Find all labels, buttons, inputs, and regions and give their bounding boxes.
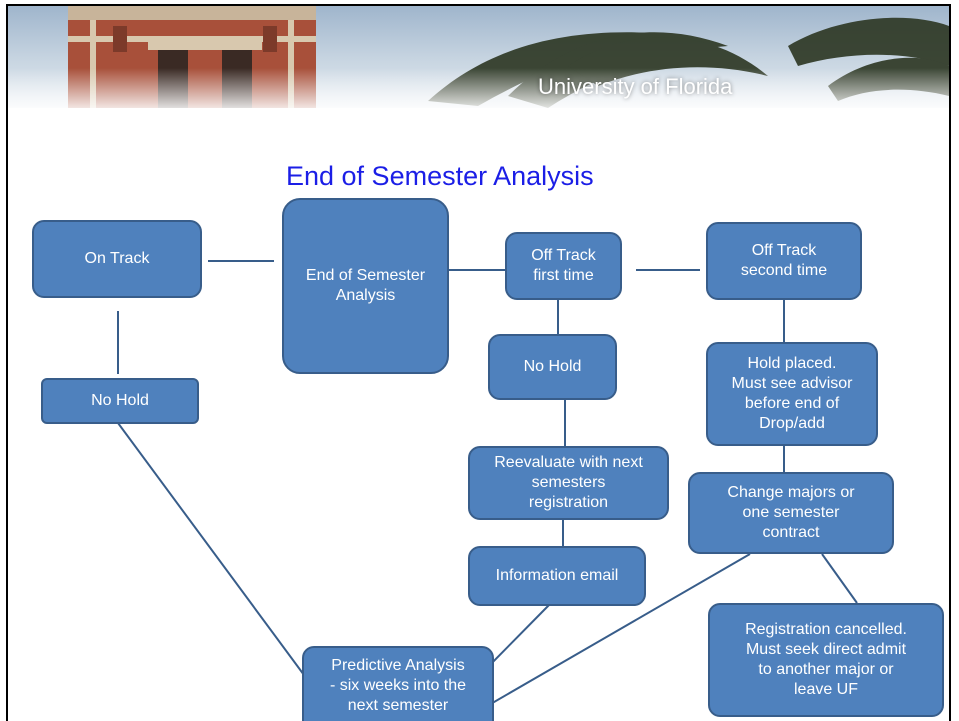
no-hold-middle-label: No Hold xyxy=(523,358,582,375)
no-hold-middle-box: No Hold xyxy=(488,334,617,400)
off-track-first-box: Off Track first time xyxy=(505,232,622,300)
connector-email-predictive xyxy=(483,603,551,672)
page-title: End of Semester Analysis xyxy=(286,161,594,191)
header-title: University of Florida xyxy=(538,74,733,99)
on-track-box: On Track xyxy=(32,220,202,298)
reevaluate-label: Reevaluate with next semesters registrat… xyxy=(494,454,643,511)
connector-changemajors-registration xyxy=(821,553,858,604)
registration-cancelled-box: Registration cancelled. Must seek direct… xyxy=(708,603,944,717)
change-majors-label: Change majors or one semester contract xyxy=(727,484,855,541)
off-track-second-box: Off Track second time xyxy=(706,222,862,300)
information-email-label: Information email xyxy=(495,567,619,584)
slide: University of Florida End of Semester An… xyxy=(6,4,951,721)
off-track-first-label: Off Track first time xyxy=(531,247,596,284)
hold-placed-box: Hold placed. Must see advisor before end… xyxy=(706,342,878,446)
predictive-analysis-box: Predictive Analysis - six weeks into the… xyxy=(302,646,494,721)
registration-cancelled-label: Registration cancelled. Must seek direct… xyxy=(745,621,907,698)
connector-changemajors-predictive xyxy=(481,553,751,710)
end-of-semester-analysis-box: End of Semester Analysis xyxy=(282,198,449,374)
change-majors-box: Change majors or one semester contract xyxy=(688,472,894,554)
off-track-second-label: Off Track second time xyxy=(740,242,828,279)
on-track-label: On Track xyxy=(84,250,150,267)
predictive-analysis-label: Predictive Analysis - six weeks into the… xyxy=(329,657,467,714)
header-banner: University of Florida xyxy=(8,6,949,108)
end-of-semester-analysis-label: End of Semester Analysis xyxy=(305,267,426,304)
hold-placed-label: Hold placed. Must see advisor before end… xyxy=(731,355,853,432)
connector-nohold-predictive xyxy=(117,422,305,676)
reevaluate-box: Reevaluate with next semesters registrat… xyxy=(468,446,669,520)
information-email-box: Information email xyxy=(468,546,646,606)
banner-fade xyxy=(8,68,949,108)
connector-lines xyxy=(117,260,858,710)
no-hold-left-box: No Hold xyxy=(41,378,199,424)
no-hold-left-label: No Hold xyxy=(91,392,149,409)
